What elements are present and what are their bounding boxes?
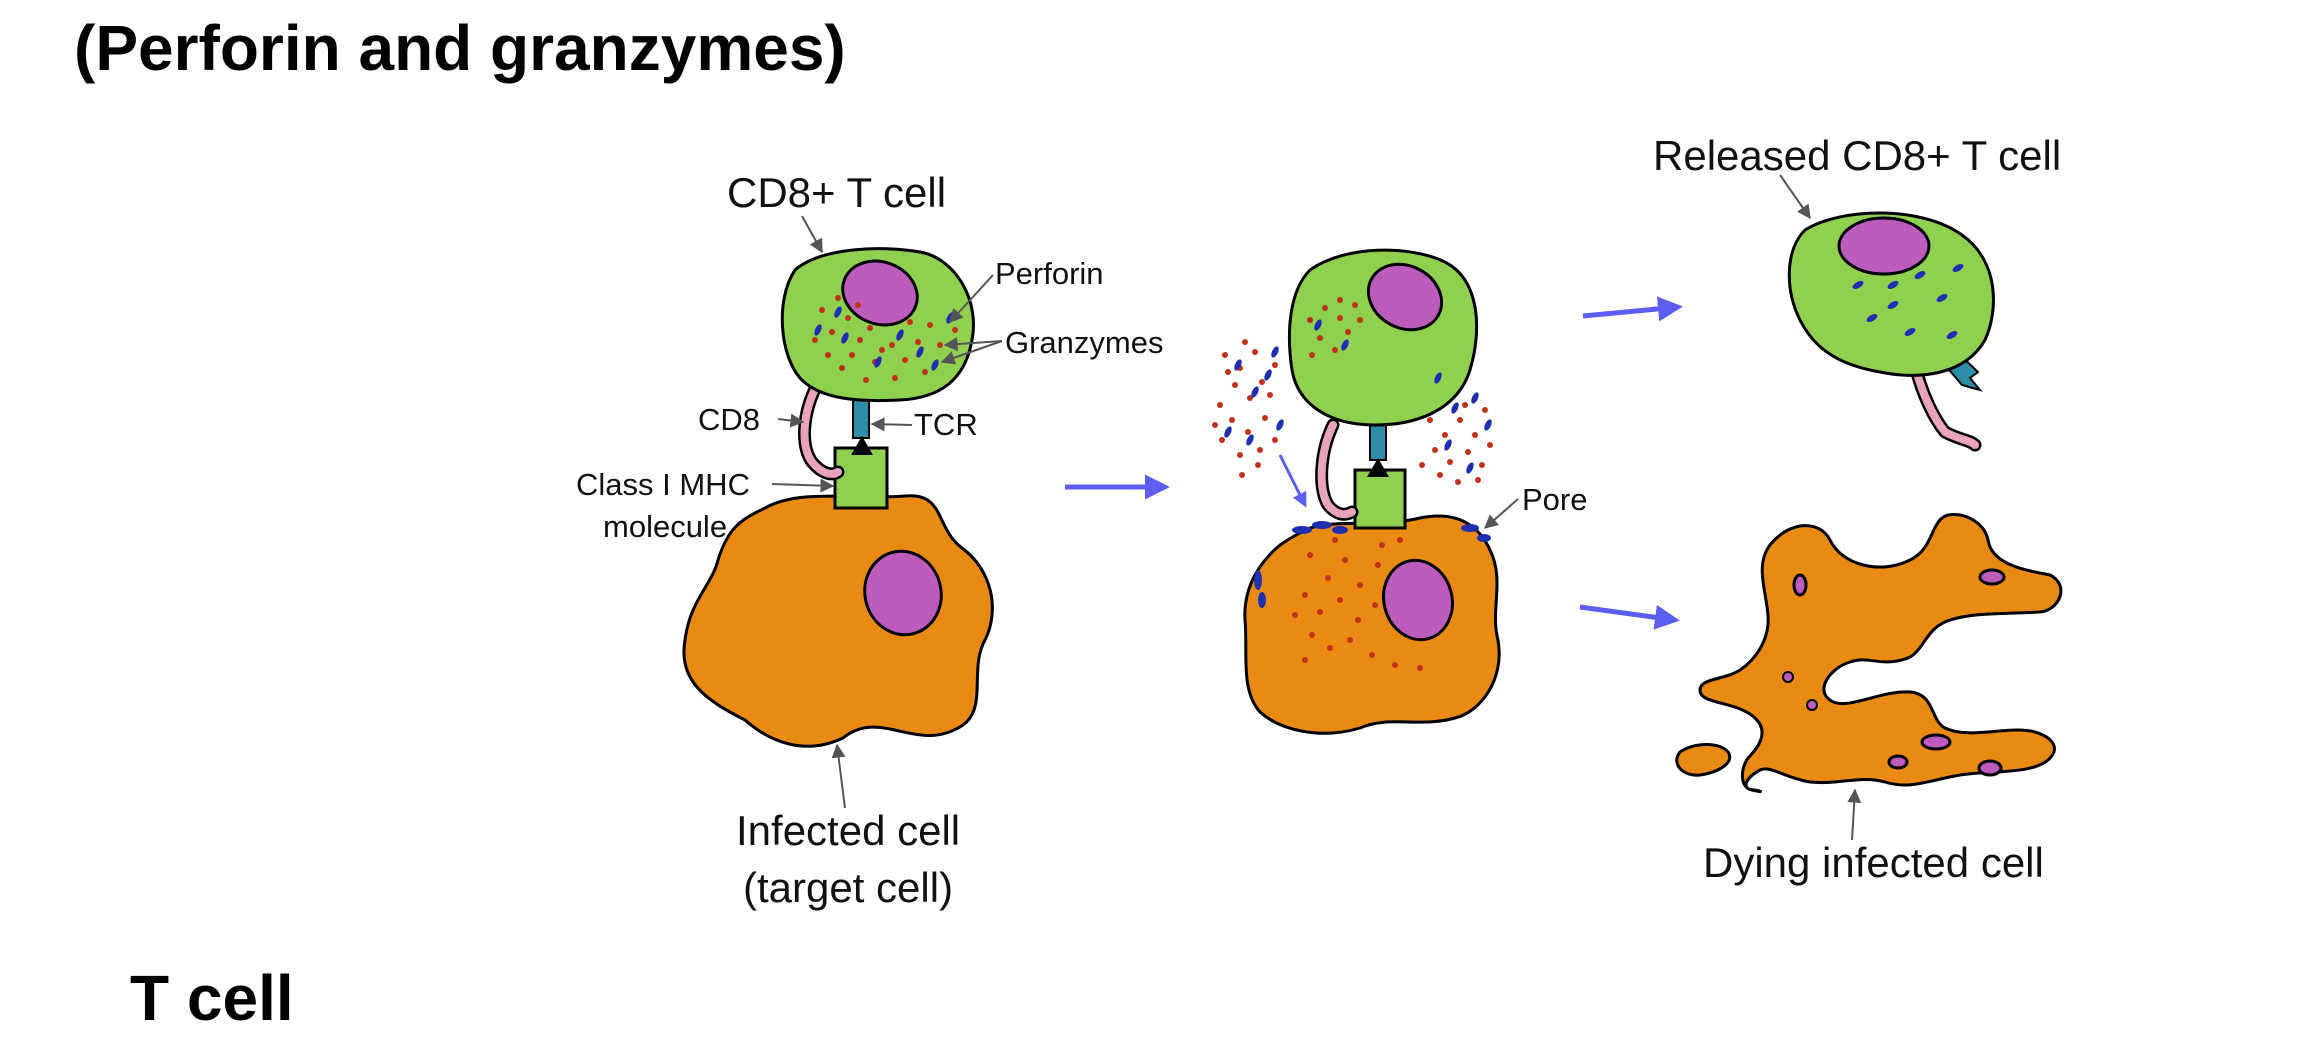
- released-granules-left: [1212, 339, 1278, 478]
- label-perforin: Perforin: [995, 256, 1104, 291]
- label-pore: Pore: [1522, 482, 1587, 517]
- infected-cell-nucleus: [863, 549, 943, 637]
- released-granules-right: [1419, 402, 1493, 485]
- stage-2-granule-release: Pore: [1212, 248, 1587, 735]
- page-title: (Perforin and granzymes): [74, 12, 846, 84]
- nuclear-fragments: [1782, 568, 2006, 777]
- t-cell-nucleus: [841, 259, 919, 327]
- label-class-mhc-1: Class I MHC: [576, 467, 750, 502]
- label-infected-cell-2: (target cell): [743, 864, 953, 911]
- perforin-pores: [1254, 521, 1491, 608]
- cd8-coreceptor-2: [1317, 421, 1356, 519]
- label-class-mhc-2: molecule: [603, 509, 727, 544]
- pore-cell-nucleus: [1382, 558, 1454, 642]
- granzyme-granules: [812, 295, 958, 383]
- process-arrow-2: [1582, 296, 1683, 322]
- released-cd8-coreceptor: [1911, 361, 1979, 449]
- label-cd8-t-cell: CD8+ T cell: [727, 169, 946, 216]
- label-released-t-cell: Released CD8+ T cell: [1653, 132, 2061, 179]
- label-granzymes: Granzymes: [1005, 325, 1163, 360]
- antigen-peptide: [851, 436, 873, 455]
- internalized-granzymes: [1292, 537, 1423, 671]
- granzyme-granules-2: [1307, 297, 1363, 358]
- label-dying-cell: Dying infected cell: [1703, 839, 2044, 886]
- label-cd8: CD8: [698, 402, 760, 437]
- process-arrow-3: [1579, 604, 1680, 630]
- stage-3-outcome: Released CD8+ T cell Dying infected cell: [1653, 132, 2063, 886]
- infected-cell: [682, 494, 994, 748]
- class-i-mhc-molecule-2: [1353, 468, 1407, 530]
- dying-infected-cell: [1698, 513, 2063, 793]
- released-cell-perforin: [1852, 264, 1964, 339]
- class-i-mhc-molecule: [833, 446, 889, 510]
- label-infected-cell-1: Infected cell: [736, 807, 960, 854]
- infected-cell-pore-formed: [1243, 514, 1501, 735]
- apoptotic-body: [1675, 743, 1732, 777]
- stage-1-recognition: CD8+ T cell Perforin Granzymes CD8 TCR C…: [576, 169, 1163, 911]
- perforin-granzyme-diagram: CD8+ T cell Perforin Granzymes CD8 TCR C…: [576, 132, 2063, 911]
- label-tcr: TCR: [914, 407, 978, 442]
